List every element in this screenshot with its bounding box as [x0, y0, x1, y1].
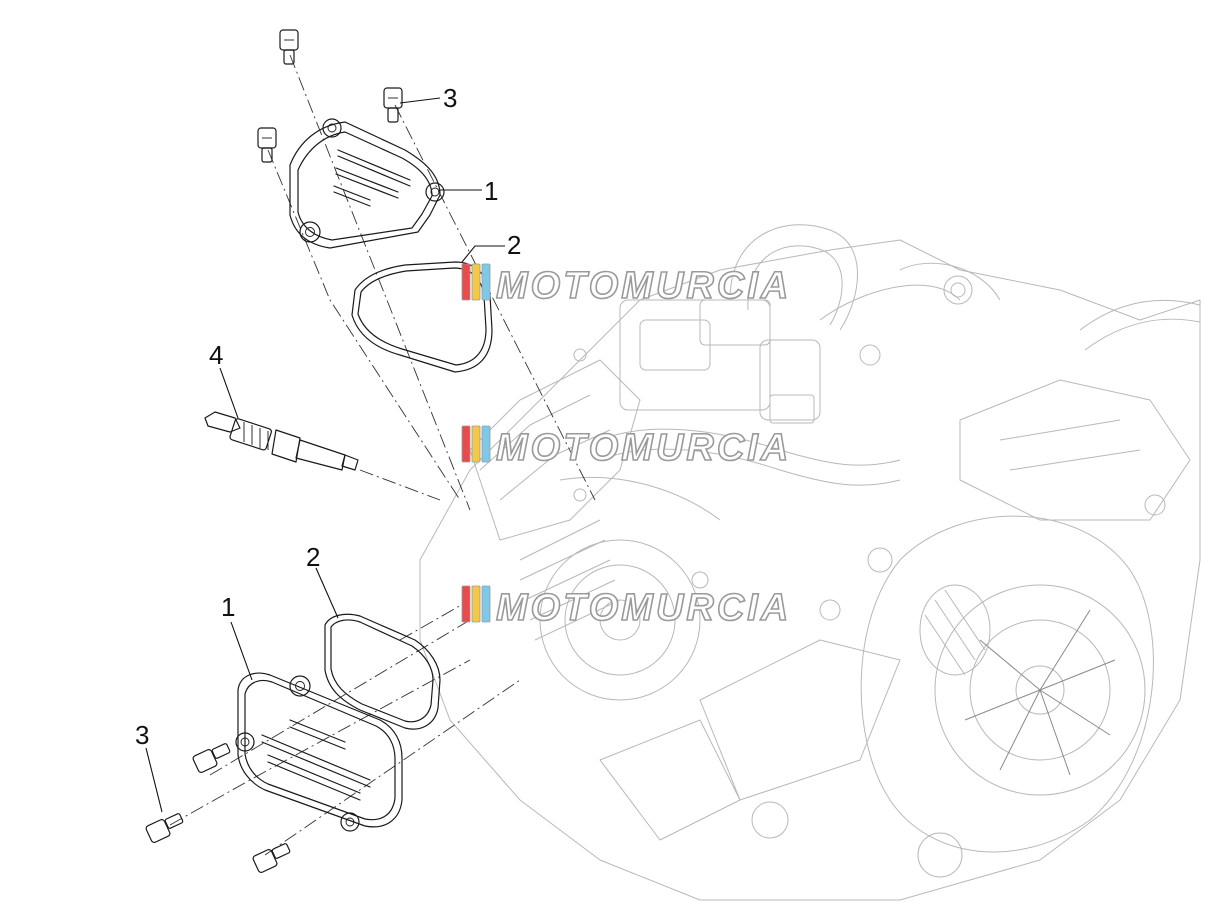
- callout-spark-plug: 4: [209, 340, 223, 370]
- watermark-stripe: [461, 263, 471, 301]
- callout-gasket-bottom: 2: [306, 542, 320, 572]
- screw-bottom-2: [145, 813, 184, 843]
- callout-numbers: 1 2 3 4 2 1 3: [135, 83, 521, 750]
- valve-cover-bottom: [235, 672, 403, 832]
- watermark-stripe: [471, 425, 481, 463]
- assembly-axis-lines: [169, 54, 596, 856]
- callout-cover-top: 1: [484, 176, 498, 206]
- watermark-stripe: [461, 585, 471, 623]
- screw-top-2: [383, 87, 403, 123]
- watermark-stripe: [481, 585, 491, 623]
- watermark-3: MOTOMURCIA: [461, 585, 791, 630]
- watermark-stripe: [471, 263, 481, 301]
- callout-screw-top: 3: [443, 83, 457, 113]
- watermark-stripe: [461, 425, 471, 463]
- callout-screw-bottom: 3: [135, 720, 149, 750]
- watermark-stripe: [481, 425, 491, 463]
- watermark-text: MOTOMURCIA: [496, 587, 791, 629]
- watermark-stripe: [481, 263, 491, 301]
- callout-gasket-top: 2: [507, 230, 521, 260]
- callout-cover-bottom: 1: [221, 592, 235, 622]
- screw-bottom-1: [192, 743, 231, 773]
- screw-bottom-3: [252, 843, 291, 873]
- spark-plug: [204, 411, 359, 471]
- screw-top-3: [257, 127, 277, 163]
- leader-lines: [145, 97, 505, 813]
- valve-cover-top: [289, 118, 445, 249]
- screw-top-1: [279, 29, 299, 65]
- watermark-text: MOTOMURCIA: [496, 265, 791, 307]
- watermark-stripe: [471, 585, 481, 623]
- watermark-2: MOTOMURCIA: [461, 425, 791, 470]
- gasket-bottom: [324, 613, 441, 730]
- gasket-top: [351, 261, 493, 373]
- engine-assembly-ghost: [419, 224, 1201, 901]
- watermark-text: MOTOMURCIA: [496, 427, 791, 469]
- watermark-1: MOTOMURCIA: [461, 263, 791, 308]
